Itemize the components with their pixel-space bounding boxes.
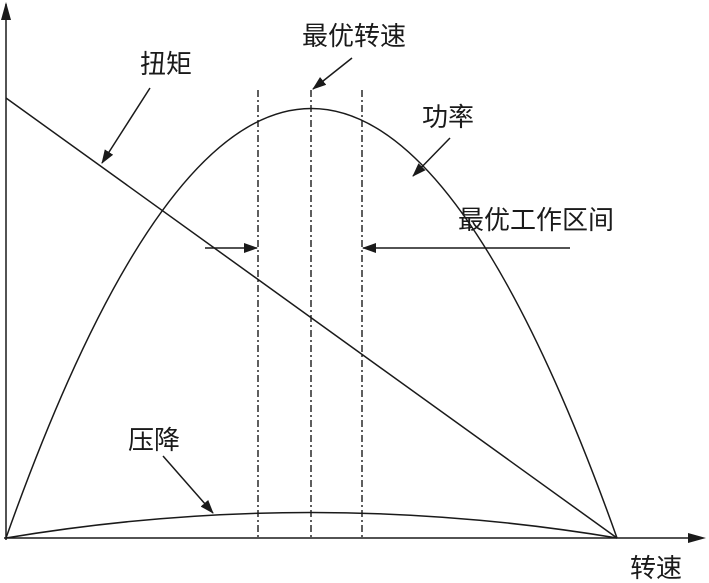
power-curve xyxy=(5,107,618,539)
torque-leader-arrow xyxy=(101,87,151,164)
pressure-drop-leader-arrow xyxy=(162,455,214,514)
power-label: 功率 xyxy=(422,103,474,133)
x-axis-arrowhead xyxy=(688,533,706,543)
optimal-speed-label: 最优转速 xyxy=(302,22,406,52)
optimal-speed-leader-arrow xyxy=(312,57,353,90)
optimal-range-label: 最优工作区间 xyxy=(458,206,614,236)
power-leader-arrow xyxy=(412,137,451,177)
pressure-drop-label: 压降 xyxy=(128,426,180,456)
x-axis-label: 转速 xyxy=(630,554,682,583)
y-axis-arrowhead xyxy=(1,2,11,20)
torque-label: 扭矩 xyxy=(140,50,192,80)
